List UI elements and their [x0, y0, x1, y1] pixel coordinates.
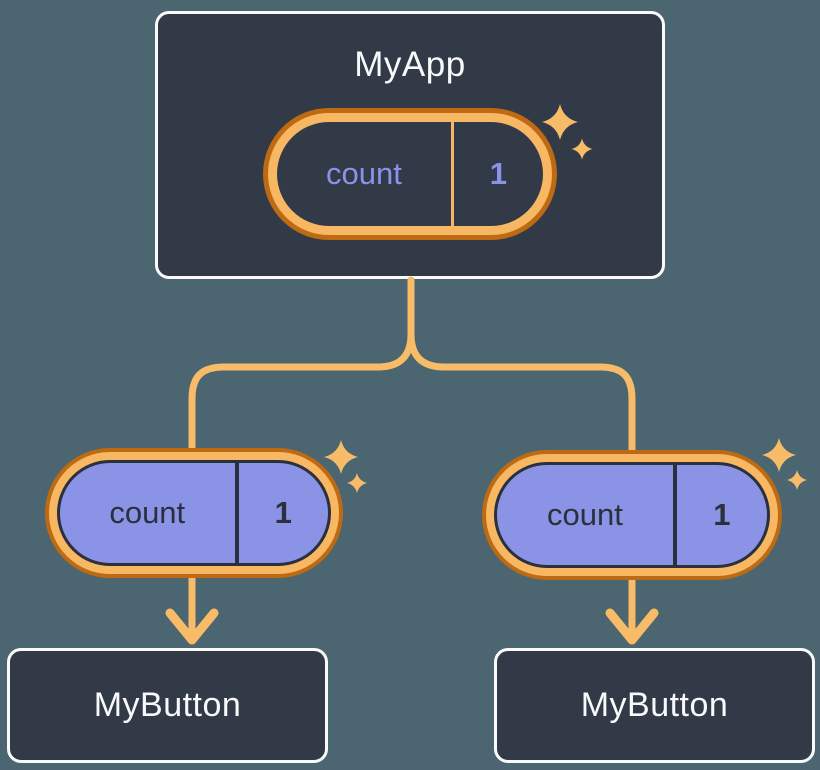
down-arrow-right-icon: [605, 608, 659, 645]
sparkle-icon: [762, 438, 796, 472]
state-pill-ring: count 1: [49, 452, 339, 574]
component-node-mybutton-left: MyButton: [7, 648, 328, 763]
state-value: 1: [450, 122, 543, 226]
component-title-myapp: MyApp: [354, 45, 466, 84]
component-node-mybutton-right: MyButton: [494, 648, 815, 763]
down-arrow-left-icon: [165, 608, 219, 645]
state-value: 1: [234, 463, 328, 563]
sparkle-icon: [347, 473, 367, 493]
state-pill-mybutton-right: count 1: [482, 450, 782, 580]
state-label: count: [326, 156, 402, 191]
sparkle-icon: [324, 440, 358, 474]
component-title-mybutton-left: MyButton: [93, 686, 242, 724]
state-label: count: [546, 497, 623, 532]
state-label: count: [109, 495, 186, 530]
state-pill-mybutton-left: count 1: [45, 448, 343, 578]
state-pill-ring: count 1: [486, 454, 778, 576]
state-pill-myapp: count 1: [263, 108, 557, 240]
state-value: 1: [672, 465, 767, 565]
component-title-mybutton-right: MyButton: [580, 686, 729, 724]
state-pill-ring: count 1: [268, 113, 552, 235]
sparkle-icon: [787, 470, 807, 490]
